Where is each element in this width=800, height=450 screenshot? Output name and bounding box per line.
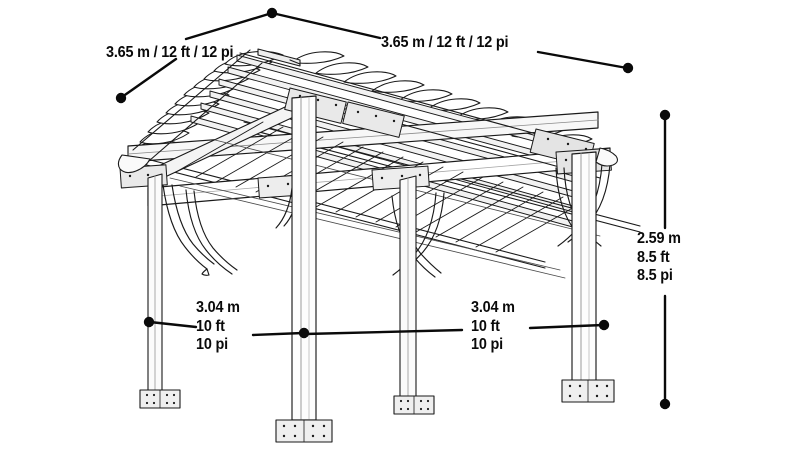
dimension-label-depth-right: 3.04 m 10 ft 10 pi [471, 299, 515, 355]
post-base-plates [139, 379, 615, 443]
dimension-text-feet: 10 ft [196, 317, 225, 335]
dimension-label-depth-left: 3.04 m 10 ft 10 pi [196, 299, 240, 355]
dimension-text-pieds: 8.5 pi [637, 267, 673, 285]
dimension-text-feet: 10 ft [471, 317, 500, 335]
dimension-text-metric: 2.59 m [637, 230, 681, 247]
dimension-text: 3.65 m / 12 ft / 12 pi [381, 34, 509, 51]
dimension-label-width-left: 3.65 m / 12 ft / 12 pi [106, 44, 233, 63]
dimension-text-metric: 3.04 m [196, 299, 240, 316]
dimension-text-pieds: 10 pi [471, 336, 503, 354]
dimension-text-metric: 3.04 m [471, 299, 515, 316]
dimension-text-pieds: 10 pi [196, 336, 228, 354]
dimension-text-feet: 8.5 ft [637, 248, 670, 266]
dimension-line-depth-left [143, 316, 310, 339]
left-end-cap [117, 154, 151, 174]
post-base-left-front [275, 419, 333, 443]
post-base-left-rear [139, 389, 181, 409]
dimension-leader-width-right [270, 11, 634, 74]
dimension-label-width-right: 3.65 m / 12 ft / 12 pi [381, 34, 508, 53]
dimension-line-depth-right [303, 319, 610, 336]
post-base-right-rear [393, 395, 435, 415]
dimension-line-height [659, 109, 671, 410]
dimension-text: 3.65 m / 12 ft / 12 pi [106, 44, 234, 61]
post-base-right-front [561, 379, 615, 403]
post-right-front [571, 151, 597, 389]
dimension-label-height: 2.59 m 8.5 ft 8.5 pi [637, 230, 681, 286]
right-end-cap [595, 147, 618, 167]
